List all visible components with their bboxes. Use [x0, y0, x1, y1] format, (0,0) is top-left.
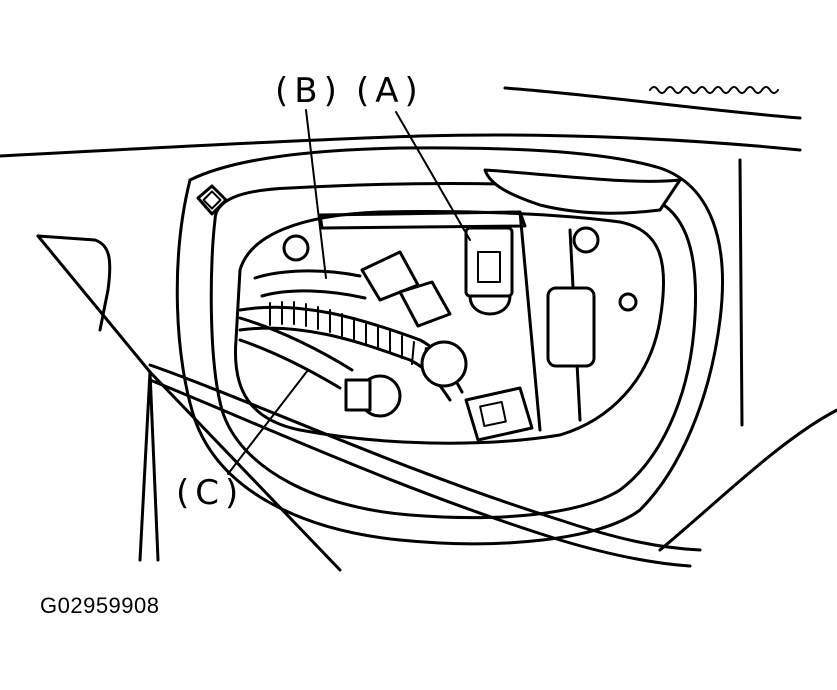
connector-a-boot: [468, 294, 512, 316]
body-panel-top-line: [0, 133, 802, 158]
lower-hose-lower: [238, 338, 342, 390]
access-opening: [233, 209, 666, 445]
right-panel-edge: [738, 158, 744, 427]
bolt-upper-left: [282, 234, 310, 262]
connector-a-body: [464, 226, 514, 298]
left-vertical-strip: [138, 370, 160, 562]
leader-a: [395, 111, 471, 241]
diamond-fastener-center: [202, 190, 222, 210]
figure-code: G02959908: [40, 593, 160, 618]
connector-lower: [464, 386, 534, 442]
lower-hose-upper: [238, 316, 354, 372]
leader-b: [305, 109, 327, 279]
bolt-upper-right: [572, 226, 600, 254]
pump-bracket-left: [518, 210, 542, 432]
texture-squiggle: [649, 86, 779, 94]
bolt-right: [618, 292, 638, 312]
right-panel-lower: [658, 408, 837, 552]
hose-b-clip: [398, 280, 452, 328]
body-panel-right-top-line: [503, 86, 802, 120]
grommet: [420, 340, 468, 388]
housing-outer: [175, 146, 724, 546]
callout-b-label: (B): [275, 71, 343, 111]
connector-a-face: [477, 251, 501, 283]
callout-c-label: (C): [176, 473, 245, 513]
callout-a-label: (A): [356, 71, 424, 111]
top-bracket: [318, 210, 527, 230]
housing-inner-rim: [209, 182, 698, 520]
cover-plate: [483, 168, 682, 215]
hose-b-lower: [260, 289, 367, 300]
terminal-bracket: [344, 378, 372, 412]
hose-b-upper: [253, 269, 362, 280]
leader-c: [227, 369, 309, 475]
left-shelf-top: [36, 234, 112, 332]
connector-lower-face: [479, 400, 507, 428]
harness-sweep-lower: [148, 378, 692, 568]
pump-module-block: [546, 286, 596, 368]
harness-sweep-upper: [148, 363, 702, 552]
diamond-fastener: [196, 184, 228, 216]
